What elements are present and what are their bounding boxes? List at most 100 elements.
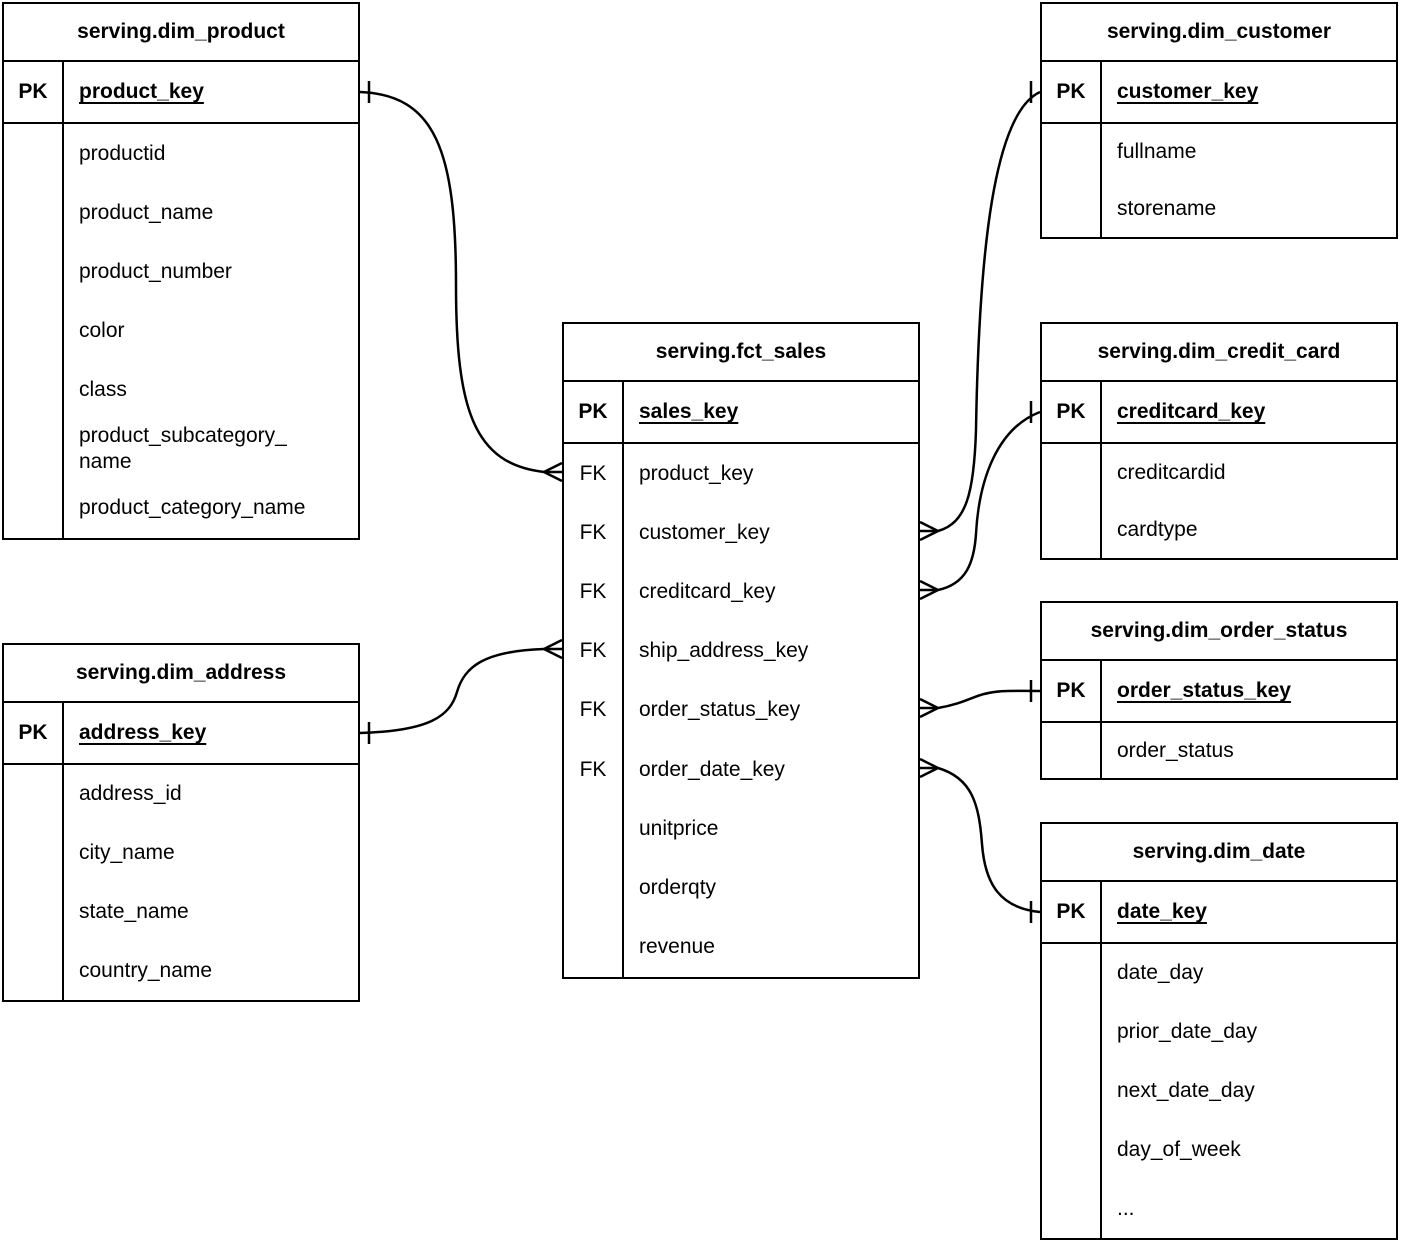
crows-foot-many-marker	[543, 638, 563, 651]
relationship-customer	[919, 81, 1041, 542]
field-name: product_number	[79, 259, 232, 283]
pk-row: PK address_key	[4, 703, 358, 765]
table-body: order_status	[1042, 723, 1396, 778]
field-name: storename	[1117, 196, 1217, 220]
pk-field-name: sales_key	[639, 400, 739, 423]
field-name: product_category_name	[79, 496, 306, 520]
field-name: state_name	[79, 899, 189, 923]
field-key-badge: FK	[579, 520, 607, 544]
pk-row: PK date_key	[1042, 882, 1396, 944]
entity-dim-customer: serving.dim_customer PK customer_key ful…	[1040, 2, 1398, 239]
field-key-badge	[4, 883, 62, 942]
pk-field-name: address_key	[79, 721, 207, 744]
field-key-badge: FK	[579, 580, 607, 604]
crows-foot-many-marker	[919, 579, 939, 592]
relationship-ship_address	[359, 638, 563, 744]
field-name: next_date_day	[1117, 1078, 1255, 1102]
field-name: ...	[1117, 1196, 1135, 1220]
field-key-badge	[1042, 124, 1100, 181]
field-key-badge: FK	[579, 639, 607, 663]
field-name: country_name	[79, 958, 213, 982]
table-title: serving.dim_address	[4, 645, 358, 703]
field-key-badge	[564, 918, 622, 977]
pk-badge: PK	[1042, 661, 1102, 721]
field-name: revenue	[639, 935, 715, 959]
crows-foot-many-marker	[919, 529, 939, 542]
field-name: product_subcategory_ name	[79, 424, 287, 474]
field-key-badge: FK	[579, 757, 607, 781]
field-key-badge	[1042, 1062, 1100, 1121]
pk-field-name: customer_key	[1117, 80, 1259, 103]
field-key-badge	[564, 859, 622, 918]
field-name: fullname	[1117, 140, 1197, 164]
field-key-badge: FK	[579, 461, 607, 485]
key-column: FK FK FK FK FK FK	[564, 444, 624, 977]
field-key-badge	[1042, 1120, 1100, 1179]
pk-field-name: date_key	[1117, 900, 1207, 923]
field-key-badge	[1042, 181, 1100, 238]
pk-badge: PK	[1042, 62, 1102, 122]
relationship-curve	[359, 90, 545, 474]
field-name: creditcard_key	[639, 580, 776, 604]
field-name: date_day	[1117, 961, 1204, 985]
field-column: order_status	[1102, 723, 1396, 778]
field-name: address_id	[79, 782, 182, 806]
pk-badge: PK	[1042, 382, 1102, 442]
field-key-badge	[4, 420, 62, 479]
field-name: customer_key	[639, 520, 770, 544]
crows-foot-many-marker	[543, 470, 563, 483]
key-column	[1042, 944, 1102, 1238]
field-key-badge	[4, 361, 62, 420]
field-key-badge	[4, 479, 62, 538]
field-name: prior_date_day	[1117, 1020, 1258, 1044]
field-key-badge	[4, 183, 62, 242]
field-name: product_key	[639, 461, 754, 485]
field-name: order_status	[1117, 738, 1234, 762]
pk-row: PK customer_key	[1042, 62, 1396, 124]
relationship-product	[359, 81, 563, 483]
crows-foot-many-marker	[919, 697, 939, 710]
entity-dim-order-status: serving.dim_order_status PK order_status…	[1040, 601, 1398, 780]
table-title: serving.dim_credit_card	[1042, 324, 1396, 382]
field-key-badge	[1042, 1179, 1100, 1238]
crows-foot-many-marker	[919, 706, 939, 719]
crows-foot-many-marker	[543, 461, 563, 474]
pk-row: PK creditcard_key	[1042, 382, 1396, 444]
table-title: serving.fct_sales	[564, 324, 918, 382]
key-column	[1042, 124, 1102, 237]
pk-badge: PK	[1042, 882, 1102, 942]
field-name: product_name	[79, 200, 214, 224]
field-name: creditcardid	[1117, 460, 1226, 484]
crows-foot-many-marker	[919, 520, 939, 533]
relationship-curve	[937, 766, 1041, 914]
table-body: address_id city_name state_name country_nam…	[4, 765, 358, 1000]
entity-dim-product: serving.dim_product PK product_key produ…	[2, 2, 360, 540]
field-key-badge	[4, 124, 62, 183]
field-key-badge	[4, 765, 62, 824]
field-key-badge	[1042, 1003, 1100, 1062]
pk-row: PK product_key	[4, 62, 358, 124]
table-title: serving.dim_customer	[1042, 4, 1396, 62]
field-key-badge	[4, 941, 62, 1000]
field-name: unitprice	[639, 816, 719, 840]
pk-field-name: product_key	[79, 80, 204, 103]
field-key-badge	[4, 242, 62, 301]
pk-row: PK order_status_key	[1042, 661, 1396, 723]
field-name: productid	[79, 141, 166, 165]
relationship-curve	[937, 410, 1041, 592]
field-key-badge	[1042, 501, 1100, 558]
field-key-badge	[564, 799, 622, 858]
field-column: address_id city_name state_name country_nam…	[64, 765, 358, 1000]
field-key-badge: FK	[579, 698, 607, 722]
table-title: serving.dim_product	[4, 4, 358, 62]
table-body: fullname storename	[1042, 124, 1396, 237]
key-column	[1042, 444, 1102, 558]
pk-badge: PK	[564, 382, 624, 442]
table-title: serving.dim_date	[1042, 824, 1396, 882]
field-name: city_name	[79, 841, 175, 865]
